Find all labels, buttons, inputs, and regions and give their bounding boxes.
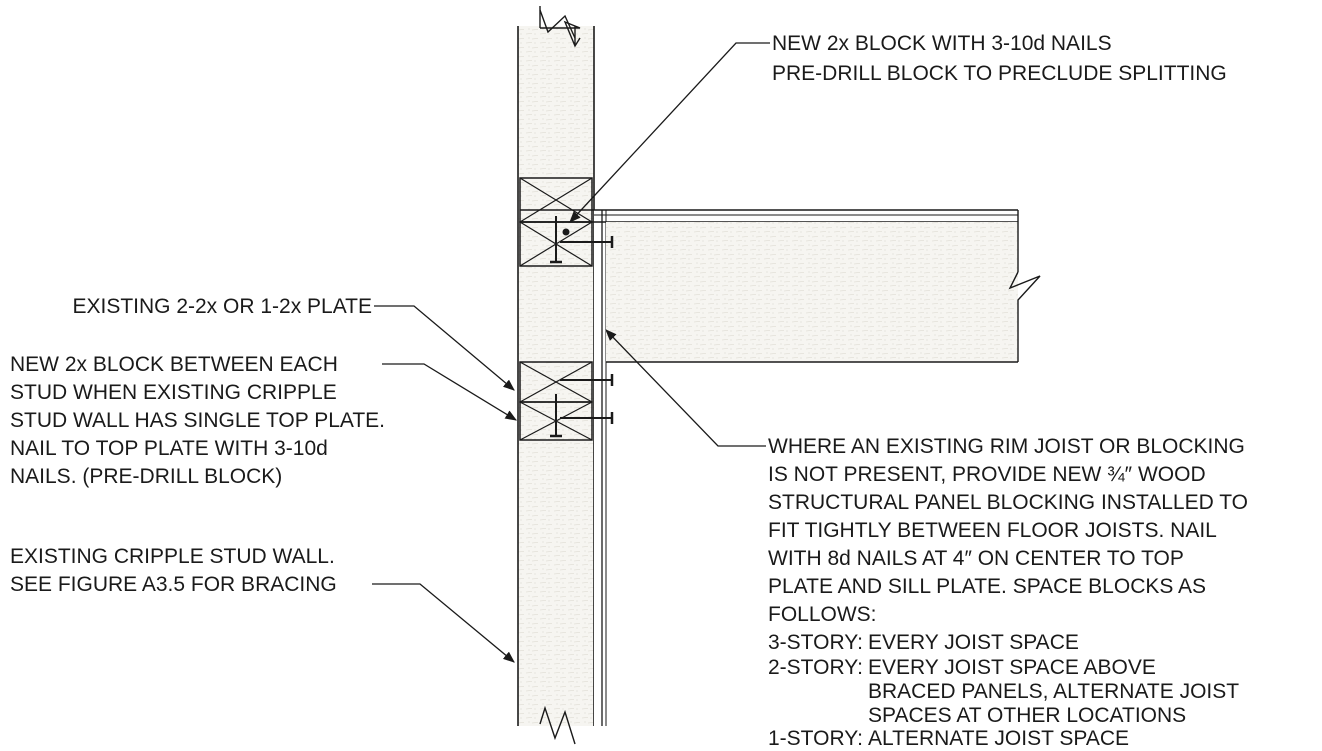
callout-new-block-between: NEW 2x BLOCK BETWEEN EACH STUD WHEN EXIS…	[10, 353, 391, 488]
schedule-rule: EVERY JOIST SPACE	[868, 631, 1079, 654]
leader-new-block-between	[382, 363, 517, 421]
callout-line: NAILS. (PRE-DRILL BLOCK)	[10, 465, 282, 488]
callout-line: EXISTING CRIPPLE STUD WALL.	[10, 545, 335, 568]
callout-line: STUD WHEN EXISTING CRIPPLE	[10, 381, 337, 404]
callout-line: IS NOT PRESENT, PROVIDE NEW ¾″ WOOD	[768, 463, 1206, 486]
callout-line: STRUCTURAL PANEL BLOCKING INSTALLED TO	[768, 491, 1248, 514]
callout-line: NEW 2x BLOCK WITH 3-10d NAILS	[772, 32, 1112, 55]
nail-lower-vertical	[550, 394, 562, 438]
nail-top-vertical	[550, 216, 562, 264]
nail-head-dot	[562, 228, 570, 236]
schedule-rule: SPACES AT OTHER LOCATIONS	[868, 704, 1186, 727]
callout-line: STUD WALL HAS SINGLE TOP PLATE.	[10, 409, 385, 432]
callout-line: WITH 8d NAILS AT 4″ ON CENTER TO TOP	[768, 547, 1184, 570]
structural-panel-blocking	[594, 210, 607, 726]
callout-line: NAIL TO TOP PLATE WITH 3-10d	[10, 437, 328, 460]
leader-new-block-top	[569, 42, 770, 223]
callout-line: FIT TIGHTLY BETWEEN FLOOR JOISTS. NAIL	[768, 519, 1216, 542]
wall-break-bottom-symbol	[539, 705, 576, 745]
schedule-rule: ALTERNATE JOIST SPACE	[868, 727, 1129, 750]
nail-top-horizontal	[560, 236, 614, 248]
schedule-story-label: 3-STORY:	[768, 631, 863, 654]
callout-cripple-wall: EXISTING CRIPPLE STUD WALL. SEE FIGURE A…	[10, 545, 341, 596]
schedule-story-label: 2-STORY:	[768, 656, 863, 679]
nail-lower-horizontal-2	[560, 412, 614, 424]
wall-break-top-symbol	[539, 6, 581, 48]
callout-line: NEW 2x BLOCK BETWEEN EACH	[10, 353, 338, 376]
leader-rim-joist	[605, 329, 766, 447]
callout-line: FOLLOWS:	[768, 603, 877, 626]
schedule-rule: EVERY JOIST SPACE ABOVE	[868, 656, 1156, 679]
callout-line: PRE-DRILL BLOCK TO PRECLUDE SPLITTING	[772, 62, 1227, 85]
callout-new-block-top: NEW 2x BLOCK WITH 3-10d NAILS PRE-DRILL …	[772, 32, 1227, 85]
spacing-schedule: 3-STORY: EVERY JOIST SPACE 2-STORY: EVER…	[768, 631, 1245, 750]
floor-joist	[606, 210, 1041, 363]
nail-lower-horizontal-1	[560, 374, 614, 386]
leader-cripple-wall	[372, 583, 515, 663]
callout-line: WHERE AN EXISTING RIM JOIST OR BLOCKING	[768, 435, 1245, 458]
callout-line: SEE FIGURE A3.5 FOR BRACING	[10, 573, 337, 596]
cripple-stud-wall	[517, 26, 595, 726]
schedule-story-label: 1-STORY:	[768, 727, 863, 750]
callout-rim-joist: WHERE AN EXISTING RIM JOIST OR BLOCKING …	[768, 435, 1254, 626]
leader-existing-plate	[374, 305, 515, 391]
callout-existing-plate: EXISTING 2-2x OR 1-2x PLATE	[72, 295, 372, 318]
callout-line: EXISTING 2-2x OR 1-2x PLATE	[72, 295, 372, 318]
callout-line: PLATE AND SILL PLATE. SPACE BLOCKS AS	[768, 575, 1206, 598]
schedule-rule: BRACED PANELS, ALTERNATE JOIST	[868, 680, 1239, 703]
